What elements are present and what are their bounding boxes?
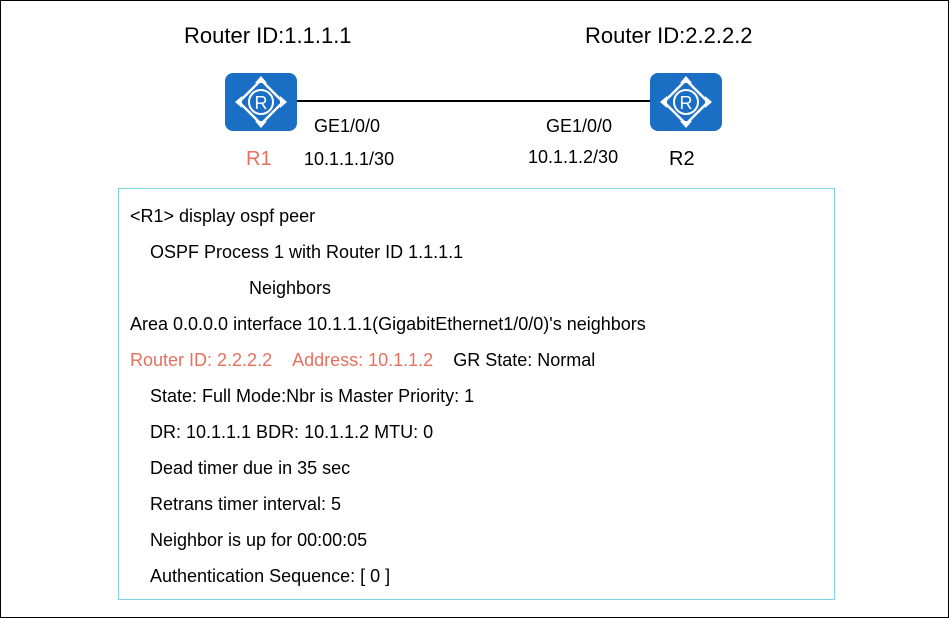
- console-gr-state: GR State: Normal: [453, 350, 596, 370]
- console-peer-address: Address: 10.1.1.2: [292, 350, 434, 370]
- router-icon: R: [235, 76, 287, 128]
- router-icon: R: [660, 76, 712, 128]
- console-auth-line: Authentication Sequence: [ 0 ]: [150, 566, 391, 586]
- r2-interface-label: GE1/0/0: [546, 116, 613, 136]
- r1-router-id-label: Router ID:1.1.1.1: [184, 23, 352, 48]
- console-neighbors-heading: Neighbors: [249, 278, 332, 298]
- console-output: <R1> display ospf peer OSPF Process 1 wi…: [118, 188, 835, 600]
- console-dead-timer-line: Dead timer due in 35 sec: [150, 458, 351, 478]
- svg-text:R: R: [680, 93, 693, 113]
- r1-name: R1: [246, 148, 272, 170]
- r1-ip-label: 10.1.1.1/30: [304, 149, 395, 169]
- svg-text:R: R: [255, 93, 268, 113]
- console-uptime-line: Neighbor is up for 00:00:05: [150, 530, 368, 550]
- r2-name: R2: [669, 148, 695, 170]
- r2-ip-label: 10.1.1.2/30: [528, 147, 619, 167]
- console-process-line: OSPF Process 1 with Router ID 1.1.1.1: [150, 242, 464, 262]
- console-peer-router-id: Router ID: 2.2.2.2: [130, 350, 273, 370]
- console-command: <R1> display ospf peer: [130, 206, 316, 226]
- r1-r2-link: [296, 100, 651, 102]
- console-state-line: State: Full Mode:Nbr is Master Priority:…: [150, 386, 475, 406]
- r2-router-id-label: Router ID:2.2.2.2: [585, 23, 753, 48]
- console-peer-line: Router ID: 2.2.2.2 Address: 10.1.1.2 GR …: [130, 350, 595, 371]
- r2-router-icon: R: [650, 73, 722, 131]
- console-retrans-line: Retrans timer interval: 5: [150, 494, 342, 514]
- console-area-line: Area 0.0.0.0 interface 10.1.1.1(GigabitE…: [130, 314, 646, 334]
- r1-router-icon: R: [225, 73, 297, 131]
- console-dr-line: DR: 10.1.1.1 BDR: 10.1.1.2 MTU: 0: [150, 422, 434, 442]
- r1-interface-label: GE1/0/0: [314, 116, 381, 136]
